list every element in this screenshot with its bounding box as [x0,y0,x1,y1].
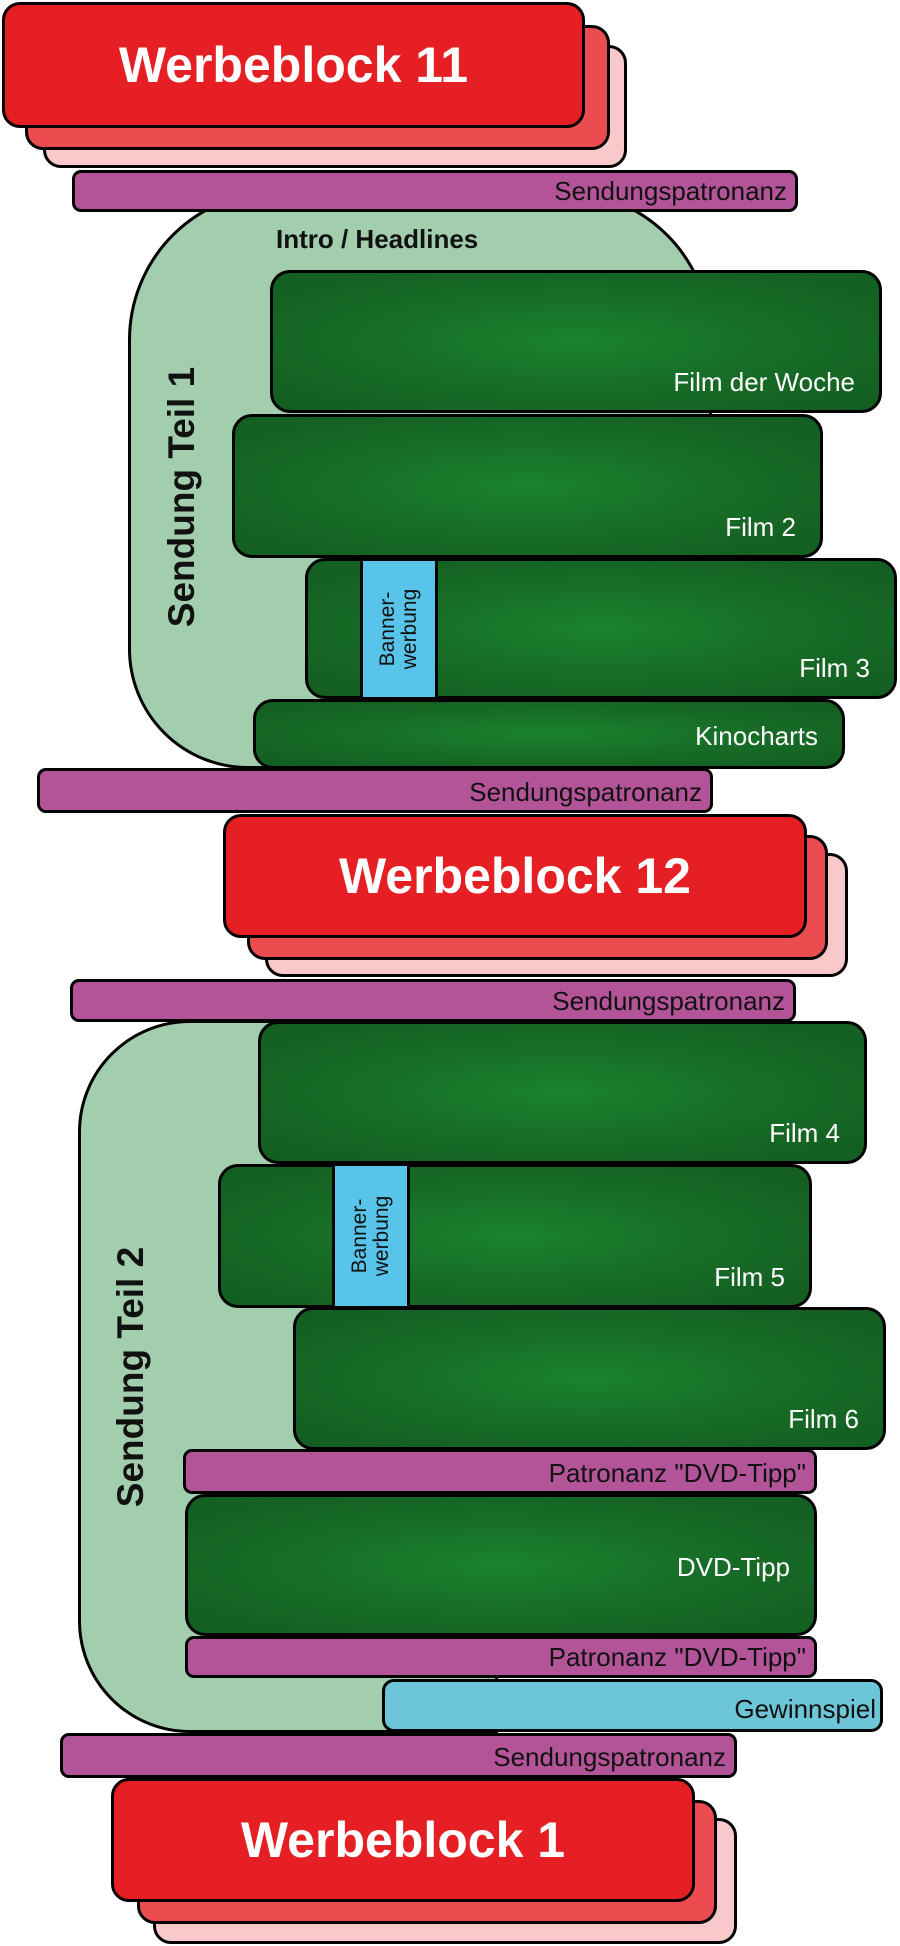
segment-kinocharts[interactable]: Kinocharts [253,699,845,769]
banner-ad-film-5-label: Banner- werbung [347,1195,393,1277]
segment-film-5-label: Film 5 [714,1261,785,1292]
segment-gewinnspiel[interactable]: Gewinnspiel [382,1679,883,1732]
segment-gewinnspiel-label: Gewinnspiel [734,1693,876,1724]
banner-ad-film-3-label: Banner- werbung [375,588,421,670]
segment-film-4-label: Film 4 [769,1117,840,1148]
program-part-1-title: Sendung Teil 1 [161,366,202,628]
segment-film-2[interactable]: Film 2 [232,414,823,558]
banner-ad-film-3[interactable]: Banner- werbung [360,561,438,697]
sponsorship-bar-2[interactable]: Sendungspatronanz [37,768,713,813]
program-part-2-title: Sendung Teil 2 [110,1246,151,1508]
segment-film-5[interactable]: Film 5 [218,1164,812,1308]
sponsorship-bar-1[interactable]: Sendungspatronanz [72,170,798,212]
segment-film-der-woche-label: Film der Woche [673,366,855,397]
ad-block-12[interactable]: Werbeblock 12 [223,814,807,938]
sponsorship-bar-1-label: Sendungspatronanz [554,175,787,206]
segment-film-6-label: Film 6 [788,1403,859,1434]
ad-block-11-label: Werbeblock 11 [118,37,469,93]
dvd-tip-sponsorship-bar-2[interactable]: Patronanz "DVD-Tipp" [185,1636,817,1678]
intro-headlines-label: Intro / Headlines [276,224,479,254]
banner-ad-film-5[interactable]: Banner- werbung [332,1166,410,1306]
segment-film-2-label: Film 2 [725,511,796,542]
sponsorship-bar-3-label: Sendungspatronanz [552,985,785,1016]
segment-film-6[interactable]: Film 6 [293,1307,886,1450]
segment-dvd-tipp[interactable]: DVD-Tipp [185,1494,817,1636]
segment-kinocharts-label: Kinocharts [695,720,818,751]
segment-film-3-label: Film 3 [799,652,870,683]
dvd-tip-sponsorship-bar-2-label: Patronanz "DVD-Tipp" [548,1641,806,1672]
sponsorship-bar-2-label: Sendungspatronanz [469,776,702,807]
sponsorship-bar-4-label: Sendungspatronanz [493,1741,726,1772]
ad-block-1-label: Werbeblock 1 [240,1812,566,1868]
ad-block-11[interactable]: Werbeblock 11 [2,2,585,128]
sponsorship-bar-4[interactable]: Sendungspatronanz [60,1733,737,1778]
segment-dvd-tipp-label: DVD-Tipp [676,1551,790,1582]
ad-block-1[interactable]: Werbeblock 1 [111,1778,695,1902]
dvd-tip-sponsorship-bar-1[interactable]: Patronanz "DVD-Tipp" [183,1449,817,1494]
segment-film-4[interactable]: Film 4 [258,1021,867,1164]
ad-block-12-label: Werbeblock 12 [338,848,691,904]
segment-film-der-woche[interactable]: Film der Woche [270,270,882,413]
dvd-tip-sponsorship-bar-1-label: Patronanz "DVD-Tipp" [548,1457,806,1488]
sponsorship-bar-3[interactable]: Sendungspatronanz [70,979,796,1022]
